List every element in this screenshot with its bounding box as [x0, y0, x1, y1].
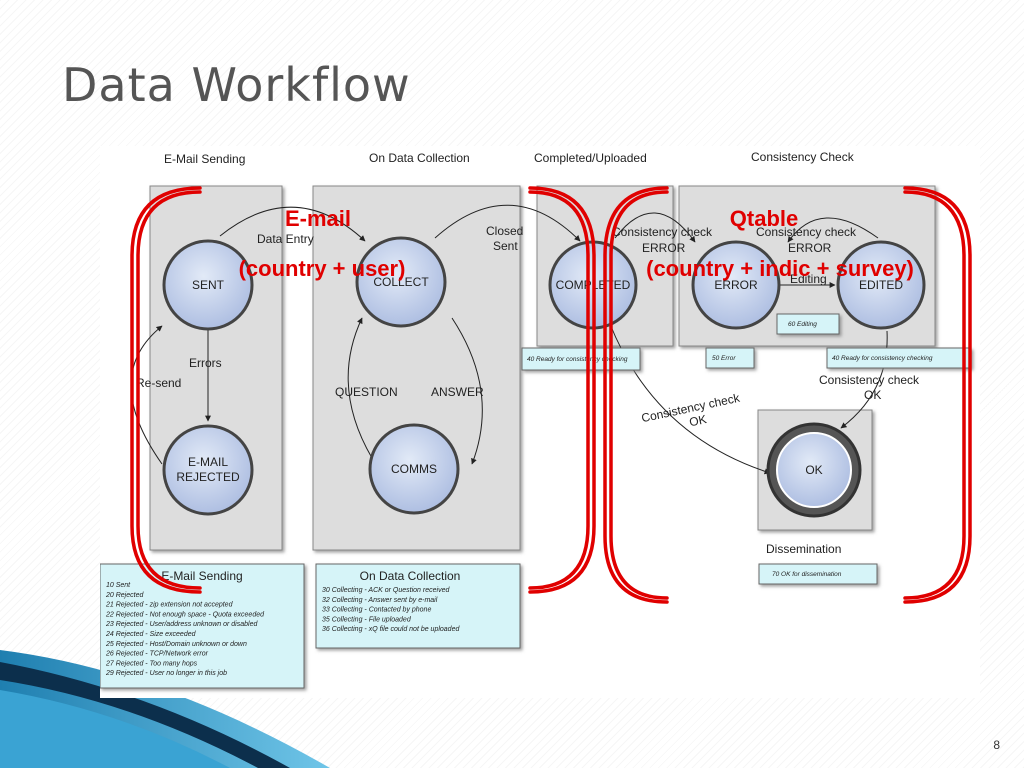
legend-row: 10 Sent — [106, 582, 131, 589]
legend-row: 27 Rejected - Too many hops — [105, 660, 198, 667]
edge-label-closed: Closed — [486, 224, 523, 238]
column-header-email-sending: E-Mail Sending — [164, 152, 245, 166]
legend-row: 26 Rejected - TCP/Network error — [105, 651, 209, 658]
status-box-error-50 — [705, 347, 755, 369]
column-header-consistency-check: Consistency Check — [751, 150, 855, 164]
legend-email-sending-title: E-Mail Sending — [161, 569, 242, 583]
legend-email-sending-rows: 10 Sent 20 Rejected 21 Rejected - zip exte… — [105, 582, 265, 677]
status-box-editing-60 — [776, 313, 840, 335]
edge-label-cc-error-1-line1: Consistency check — [612, 225, 713, 239]
arrow-closed-sent — [434, 204, 581, 242]
page-number: 8 — [993, 738, 1000, 752]
node-collect-label: COLLECT — [373, 275, 429, 289]
status-box-ok-70 — [758, 563, 878, 585]
node-error-label: ERROR — [714, 278, 758, 292]
annotation-qtable-line2: (country + indic + survey) — [646, 256, 914, 281]
edge-label-cc-ok-1-line2: OK — [688, 412, 708, 429]
column-header-completed-uploaded: Completed/Uploaded — [534, 151, 647, 165]
edge-label-sent: Sent — [493, 239, 518, 253]
status-box-editing-60-text: 60 Editing — [788, 321, 817, 328]
legend-row: 36 Collecting - xQ file could not be upl… — [322, 626, 460, 633]
node-email-rejected — [162, 424, 254, 516]
edge-label-cc-error-2-line1: Consistency check — [756, 225, 857, 239]
node-sent-label: SENT — [192, 278, 225, 292]
arrow-cc-error-2 — [787, 217, 879, 243]
arrow-cc-ok-2 — [840, 330, 888, 429]
edge-label-question: QUESTION — [335, 385, 398, 399]
status-box-ready-checking-2-text: 40 Ready for consistency checking — [832, 355, 933, 362]
workflow-diagram: E-Mail Sending On Data Collection Comple… — [100, 146, 980, 698]
legend-row: 24 Rejected - Size exceeded — [105, 631, 197, 638]
legend-row: 35 Collecting - File uploaded — [322, 616, 412, 623]
annotation-qtable-line1: Qtable — [730, 206, 798, 231]
arrow-cc-error-1 — [614, 212, 696, 243]
arrow-question — [347, 317, 373, 459]
annotation-email-line2: (country + user) — [239, 256, 406, 281]
edge-label-cc-error-2-line2: ERROR — [788, 241, 832, 255]
legend-on-data-collection — [315, 563, 521, 649]
annotation-email-line1: E-mail — [285, 206, 351, 231]
edge-label-data-entry: Data Entry — [257, 232, 314, 246]
node-edited — [836, 240, 926, 330]
node-ok — [776, 432, 852, 508]
node-email-rejected-label-line1: E-MAIL — [188, 455, 228, 469]
edge-label-cc-ok-2-line1: Consistency check — [819, 373, 920, 387]
edge-label-dissemination: Dissemination — [766, 542, 841, 556]
node-comms — [368, 423, 460, 515]
edge-label-errors: Errors — [189, 356, 222, 370]
status-box-ok-70-text: 70 OK for dissemination — [772, 571, 842, 578]
status-box-error-50-text: 50 Error — [712, 355, 736, 362]
status-box-ready-checking-1-text: 40 Ready for consistency checking — [527, 356, 628, 363]
legend-row: 22 Rejected - Not enough space - Quota e… — [105, 611, 265, 618]
legend-row: 32 Collecting - Answer sent by e-mail — [322, 597, 438, 604]
legend-row: 23 Rejected - User/address unknown or di… — [105, 621, 258, 628]
legend-email-sending — [100, 563, 305, 689]
node-ok-label: OK — [805, 463, 822, 477]
node-edited-label: EDITED — [859, 278, 903, 292]
column-header-on-data-collection: On Data Collection — [369, 151, 470, 165]
highlight-bracket-qtable — [603, 186, 972, 604]
legend-row: 20 Rejected — [105, 592, 144, 599]
highlight-bracket-email — [130, 186, 596, 594]
legend-row: 25 Rejected - Host/Domain unknown or dow… — [105, 641, 247, 648]
edge-label-cc-ok-2-line2: OK — [864, 388, 881, 402]
node-error — [691, 240, 781, 330]
edge-label-re-send: Re-send — [136, 376, 181, 390]
legend-row: 33 Collecting - Contacted by phone — [322, 607, 431, 614]
slide-title: Data Workflow — [62, 58, 411, 112]
node-email-rejected-label-line2: REJECTED — [176, 470, 240, 484]
node-collect — [355, 236, 447, 328]
edge-label-answer: ANSWER — [431, 385, 484, 399]
legend-row: 29 Rejected - User no longer in this job — [105, 670, 227, 677]
arrow-answer — [451, 317, 483, 465]
legend-on-data-collection-title: On Data Collection — [360, 569, 461, 583]
arrow-data-entry — [219, 206, 366, 242]
node-comms-label: COMMS — [391, 462, 437, 476]
node-sent — [162, 239, 254, 331]
legend-row: 21 Rejected - zip extension not accepted — [105, 602, 234, 609]
edge-label-cc-error-1-line2: ERROR — [642, 241, 686, 255]
edge-label-editing: Editing — [790, 272, 827, 286]
legend-on-data-collection-rows: 30 Collecting - ACK or Question received… — [322, 587, 460, 633]
legend-row: 30 Collecting - ACK or Question received — [322, 587, 450, 594]
